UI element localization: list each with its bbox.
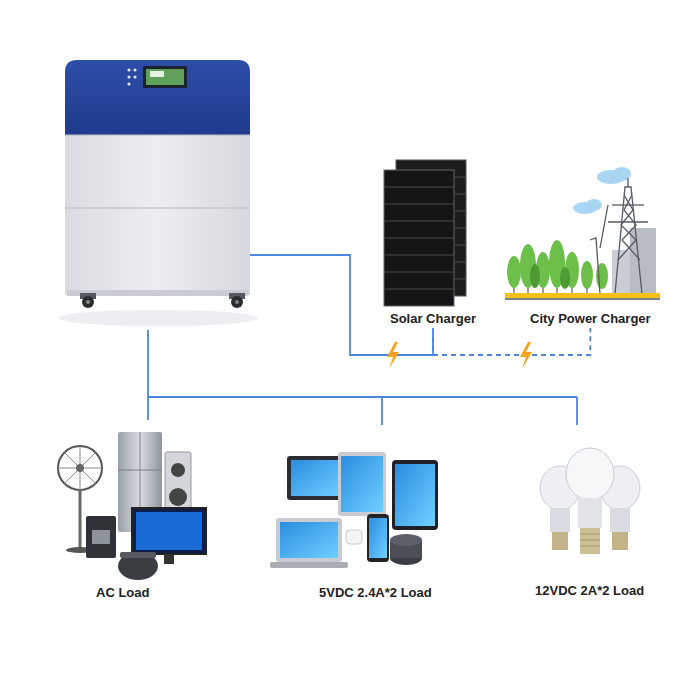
- ac-load-label: AC Load: [93, 584, 152, 601]
- node-label: 12VDC 2A*2 Load: [535, 583, 644, 598]
- node-label: 5VDC 2.4A*2 Load: [319, 585, 432, 600]
- node-label: City Power Charger: [530, 311, 651, 326]
- ac-appliances: [58, 432, 206, 580]
- usb-devices: [270, 452, 438, 568]
- node-label: Solar Charger: [390, 311, 476, 326]
- node-label: AC Load: [96, 585, 149, 600]
- usb-load-label: 5VDC 2.4A*2 Load: [316, 584, 435, 601]
- power-wires: [148, 255, 577, 425]
- power-station: [58, 60, 258, 326]
- city-power-label: City Power Charger: [527, 310, 654, 327]
- solar-panels: [384, 160, 466, 306]
- lightning-bolts: [387, 342, 532, 369]
- dc-load-label: 12VDC 2A*2 Load: [532, 582, 647, 599]
- city-power-scene: [505, 167, 660, 300]
- dashed-connector: [433, 328, 590, 355]
- led-bulbs: [540, 448, 640, 554]
- solar-label: Solar Charger: [387, 310, 479, 327]
